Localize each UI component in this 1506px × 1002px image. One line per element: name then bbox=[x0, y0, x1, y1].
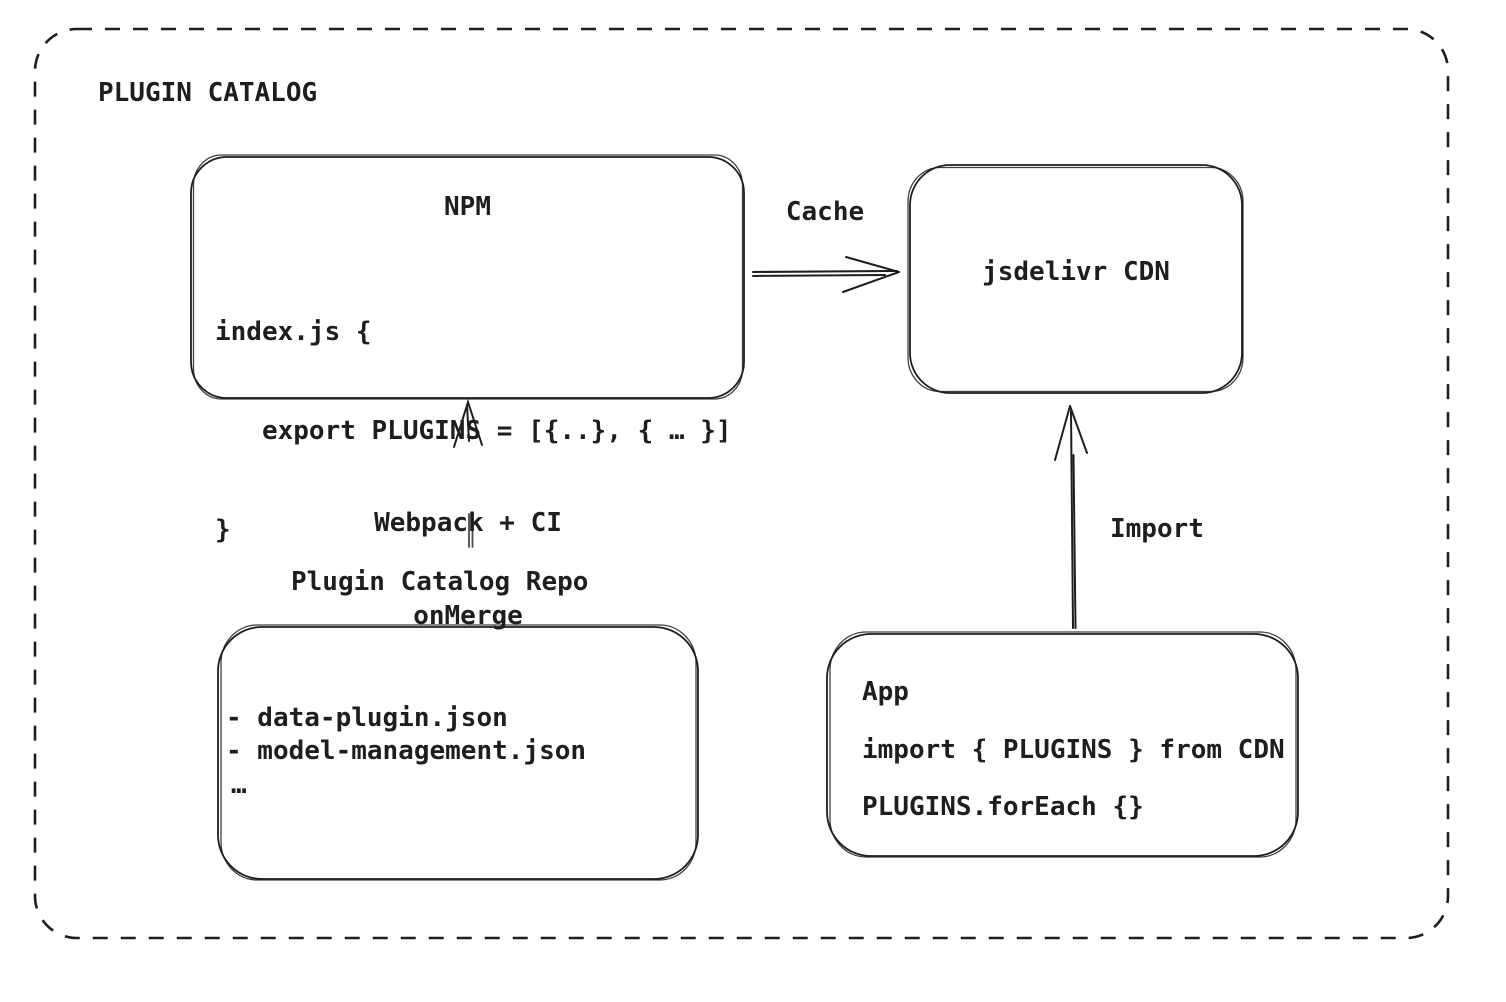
repo-item: - model-management.json bbox=[226, 736, 587, 766]
build-arrow-label: Webpack + CI onMerge bbox=[374, 508, 562, 631]
app-code-line: PLUGINS.forEach {} bbox=[862, 792, 1144, 822]
cdn-box-label: jsdelivr CDN bbox=[982, 257, 1170, 287]
import-arrow bbox=[1054, 405, 1088, 629]
npm-code-line: export PLUGINS = [{..}, { … }] bbox=[215, 416, 732, 446]
npm-box bbox=[190, 154, 745, 400]
repo-box bbox=[217, 624, 699, 881]
repo-box-title: Plugin Catalog Repo bbox=[291, 567, 589, 597]
npm-code-line: index.js { bbox=[215, 317, 372, 347]
app-box bbox=[826, 631, 1299, 858]
repo-item: - data-plugin.json bbox=[226, 703, 508, 733]
npm-box-title: NPM bbox=[444, 192, 491, 222]
cdn-box bbox=[907, 164, 1244, 394]
import-arrow-label: Import bbox=[1110, 514, 1204, 544]
cache-arrow bbox=[752, 256, 900, 293]
npm-code-line: } bbox=[215, 515, 231, 545]
app-box-title: App bbox=[862, 677, 909, 707]
repo-item: … bbox=[231, 770, 247, 800]
build-arrow bbox=[453, 398, 483, 548]
app-code-line: import { PLUGINS } from CDN bbox=[862, 735, 1285, 765]
plugin-catalog-boundary bbox=[33, 27, 1450, 940]
cache-arrow-label: Cache bbox=[785, 197, 865, 227]
npm-code-block: index.js { export PLUGINS = [{..}, { … }… bbox=[215, 250, 732, 613]
diagram-title: PLUGIN CATALOG bbox=[98, 78, 318, 108]
